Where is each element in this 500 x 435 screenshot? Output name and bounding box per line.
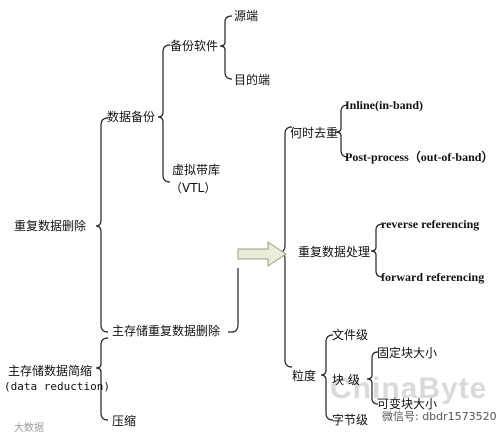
bracket-software bbox=[219, 15, 233, 80]
bracket-handling bbox=[370, 223, 384, 278]
bracket-when bbox=[335, 104, 349, 158]
bracket-primary-reduce bbox=[95, 337, 109, 421]
bracket-block bbox=[366, 351, 379, 405]
node-vtl-line2: （VTL） bbox=[170, 181, 217, 195]
node-target: 目的端 bbox=[234, 73, 271, 87]
line-primary-dedupe bbox=[228, 268, 239, 333]
watermark-bottom-left: 大数据 bbox=[14, 423, 44, 434]
node-variable-block: 可变块大小 bbox=[377, 397, 438, 411]
watermark-wechat: 微信号: dbdr1573520 bbox=[382, 410, 497, 423]
node-compression: 压缩 bbox=[112, 414, 137, 428]
node-primary-reduce-line2: (data reduction) bbox=[4, 380, 110, 393]
node-granularity: 粒度 bbox=[292, 369, 317, 383]
watermark-site: ChinaByte bbox=[330, 372, 488, 405]
node-backup: 数据备份 bbox=[107, 110, 156, 124]
node-root: 重复数据删除 bbox=[14, 219, 87, 233]
bracket-root bbox=[95, 117, 109, 333]
node-post-process: Post-process（out-of-band） bbox=[345, 150, 494, 164]
bracket-granularity bbox=[320, 334, 334, 421]
node-file-level: 文件级 bbox=[332, 328, 369, 342]
node-block-level: 块 级 bbox=[332, 373, 360, 387]
node-primary-dedupe: 主存储重复数据删除 bbox=[112, 324, 221, 338]
node-forward-ref: forward referencing bbox=[381, 270, 485, 284]
bracket-backup bbox=[157, 44, 171, 183]
node-handling: 重复数据处理 bbox=[298, 245, 371, 259]
node-primary-reduce-line1: 主存储数据简缩 bbox=[8, 364, 93, 378]
node-source: 源端 bbox=[234, 9, 259, 23]
node-vtl-line1: 虚拟带库 bbox=[172, 163, 221, 177]
node-inline: Inline(in-band) bbox=[345, 98, 424, 112]
node-reverse-ref: reverse referencing bbox=[381, 217, 480, 231]
node-fixed-block: 固定块大小 bbox=[377, 346, 438, 360]
transition-arrow bbox=[237, 241, 287, 267]
bracket-strategy bbox=[279, 126, 293, 368]
node-byte-level: 字节级 bbox=[332, 413, 369, 427]
node-when: 何时去重 bbox=[290, 126, 339, 140]
node-backup-software: 备份软件 bbox=[170, 39, 219, 53]
